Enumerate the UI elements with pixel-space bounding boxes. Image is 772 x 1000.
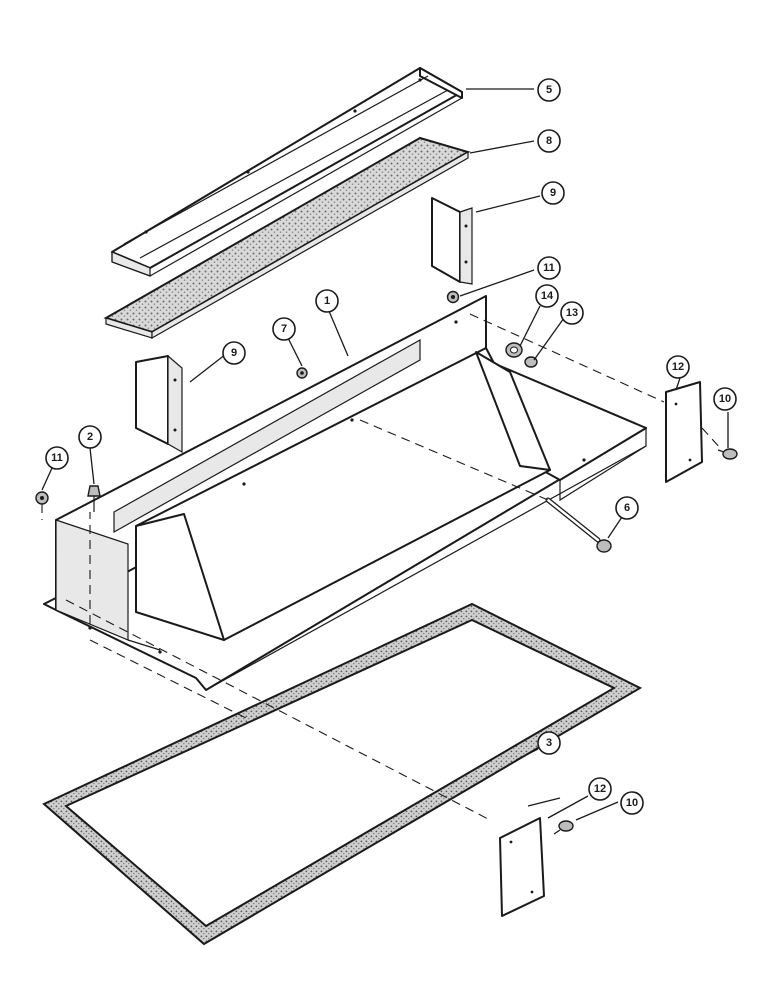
svg-text:1: 1 — [324, 295, 330, 307]
callout-1: 1 — [315, 289, 339, 313]
callout-2: 2 — [78, 425, 102, 449]
svg-text:12: 12 — [594, 783, 606, 795]
gasket-frame — [42, 602, 643, 946]
callout-12a: 12 — [666, 355, 690, 379]
svg-text:9: 9 — [231, 347, 237, 359]
nut-right — [446, 290, 460, 304]
callout-11a: 11 — [537, 256, 561, 280]
screw-lower — [553, 820, 574, 835]
svg-text:5: 5 — [546, 84, 552, 96]
callout-11b: 11 — [45, 446, 69, 470]
rod — [545, 497, 612, 553]
bracket-left — [135, 354, 183, 454]
grommet — [505, 342, 523, 358]
svg-text:3: 3 — [546, 737, 552, 749]
housing — [43, 295, 647, 691]
callout-10b: 10 — [620, 791, 644, 815]
svg-text:11: 11 — [51, 452, 63, 464]
screw-upper — [717, 448, 738, 460]
svg-text:13: 13 — [566, 307, 578, 319]
leader-lines — [41, 88, 729, 821]
callout-9b: 9 — [222, 341, 246, 365]
callout-14: 14 — [535, 284, 559, 308]
svg-text:2: 2 — [87, 431, 93, 443]
cover-plate-upper — [665, 381, 703, 483]
svg-text:7: 7 — [281, 323, 287, 335]
svg-text:12: 12 — [672, 361, 684, 373]
nut-left — [35, 491, 49, 505]
callout-5: 5 — [537, 78, 561, 102]
callout-13: 13 — [560, 301, 584, 325]
bracket-right — [431, 197, 473, 285]
svg-text:10: 10 — [719, 393, 731, 405]
foam-filter-pad — [103, 136, 471, 340]
assembly-lines — [41, 313, 723, 821]
callout-3: 3 — [537, 731, 561, 755]
callout-7: 7 — [272, 317, 296, 341]
callout-9a: 9 — [541, 181, 565, 205]
callout-6: 6 — [615, 496, 639, 520]
svg-text:11: 11 — [543, 262, 555, 274]
callout-10a: 10 — [713, 387, 737, 411]
svg-text:9: 9 — [550, 187, 556, 199]
svg-text:14: 14 — [541, 290, 554, 302]
cover-plate-lower — [499, 817, 545, 917]
callout-8: 8 — [537, 129, 561, 153]
svg-text:8: 8 — [546, 135, 552, 147]
callout-12b: 12 — [588, 777, 612, 801]
svg-text:10: 10 — [626, 797, 638, 809]
nut-center — [296, 367, 308, 379]
top-cover — [111, 67, 463, 277]
svg-text:6: 6 — [624, 502, 630, 514]
bolt — [87, 485, 101, 512]
